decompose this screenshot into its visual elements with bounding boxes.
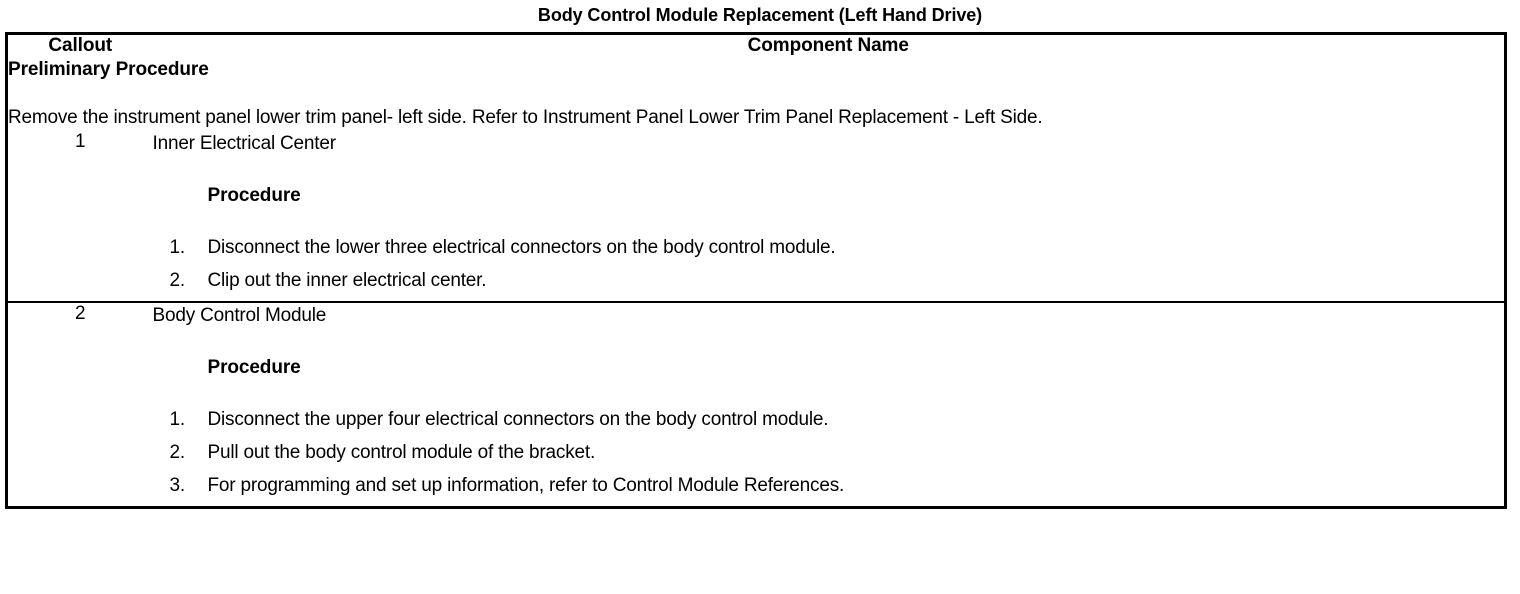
procedure-step-list: Disconnect the lower three electrical co… <box>153 231 1505 297</box>
table-body: Preliminary Procedure Remove the instrum… <box>6 57 1506 508</box>
procedure-step: Pull out the body control module of the … <box>169 436 596 469</box>
component-name-label: Body Control Module <box>152 305 327 326</box>
table-header-row: Callout Component Name <box>7 34 1506 58</box>
table-row: 1 Inner Electrical Center Procedure Disc… <box>6 131 1506 303</box>
component-cell: Inner Electrical Center Procedure Discon… <box>152 131 1506 303</box>
page-title: Body Control Module Replacement (Left Ha… <box>537 5 983 25</box>
column-header-callout: Callout <box>48 35 113 56</box>
table-row: 2 Body Control Module Procedure Disconne… <box>7 302 1506 508</box>
preliminary-procedure-heading: Preliminary Procedure <box>8 59 209 80</box>
table-header: Callout Component Name <box>7 34 1506 58</box>
component-cell: Body Control Module Procedure Disconnect… <box>153 302 1506 508</box>
preliminary-procedure-cell: Preliminary Procedure Remove the instrum… <box>7 57 1506 131</box>
component-name-label: Inner Electrical Center <box>152 133 337 154</box>
procedure-step: Clip out the inner electrical center. <box>169 264 487 297</box>
procedure-step: Disconnect the upper four electrical con… <box>169 403 829 436</box>
procedure-table-wrapper: Callout Component Name Preliminary Proce… <box>5 32 1512 509</box>
procedure-step-list: Disconnect the upper four electrical con… <box>153 403 1505 502</box>
column-header-component-name: Component Name <box>747 35 909 56</box>
callout-number: 2 <box>74 303 86 324</box>
callout-number: 1 <box>6 131 153 303</box>
procedure-step: For programming and set up information, … <box>169 469 845 502</box>
preliminary-procedure-text: Remove the instrument panel lower trim p… <box>8 107 1043 128</box>
procedure-table: Callout Component Name Preliminary Proce… <box>5 32 1507 509</box>
preliminary-procedure-row: Preliminary Procedure Remove the instrum… <box>7 57 1506 131</box>
procedure-heading: Procedure <box>207 357 301 378</box>
procedure-step: Disconnect the lower three electrical co… <box>169 231 836 264</box>
procedure-heading: Procedure <box>207 185 301 206</box>
